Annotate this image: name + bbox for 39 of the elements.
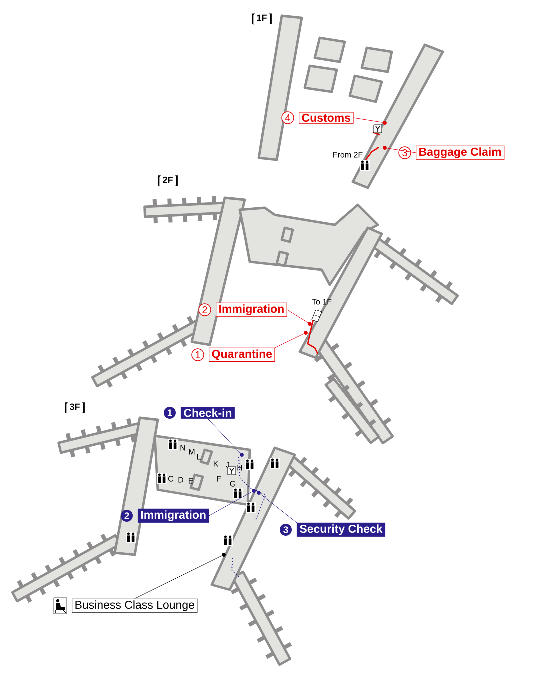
gate-letter: F [217, 476, 222, 482]
callout-box: Baggage Claim [416, 146, 505, 160]
callout-box: Immigration [216, 302, 288, 318]
gate-letter: C [168, 476, 174, 482]
leader-line [386, 148, 416, 154]
callout-box: Check-in [181, 407, 235, 419]
gate-letter: E [189, 478, 194, 484]
number-badge: 3 [398, 146, 412, 160]
gate-letter: K [214, 461, 219, 467]
leader-line [287, 310, 308, 324]
floor-label: 1F [252, 14, 272, 26]
gate-letter: G [230, 481, 236, 487]
number-badge: 4 [282, 112, 294, 124]
callout-box: Quarantine [209, 348, 276, 362]
gate-letter: M [189, 449, 195, 455]
number-badge: 1 [192, 348, 204, 362]
leader-line [134, 556, 222, 600]
floor-note: From 2F [334, 152, 363, 158]
floor-label: 3F [65, 402, 85, 414]
leader-line [208, 492, 252, 516]
number-badge: 2 [121, 510, 133, 522]
leader-line [260, 494, 298, 524]
number-badge: 2 [198, 304, 212, 316]
leader-line [275, 334, 304, 348]
floor-note: To 1F [312, 299, 332, 305]
gate-letter: N [180, 445, 186, 451]
leader-line [354, 118, 384, 123]
callout-box: Security Check [297, 522, 386, 538]
gate-letter: J [226, 462, 230, 468]
callout-box: Business Class Lounge [72, 598, 198, 614]
gate-letter: D [178, 477, 184, 483]
gate-letter: H [238, 465, 242, 471]
gate-letter: L [197, 454, 201, 460]
number-badge: 1 [164, 407, 176, 419]
number-badge: 3 [280, 524, 292, 536]
floor-label: 2F [158, 176, 178, 188]
callout-box: Customs [299, 112, 354, 124]
callout-box: Immigration [138, 508, 210, 524]
leader-line [208, 418, 241, 454]
